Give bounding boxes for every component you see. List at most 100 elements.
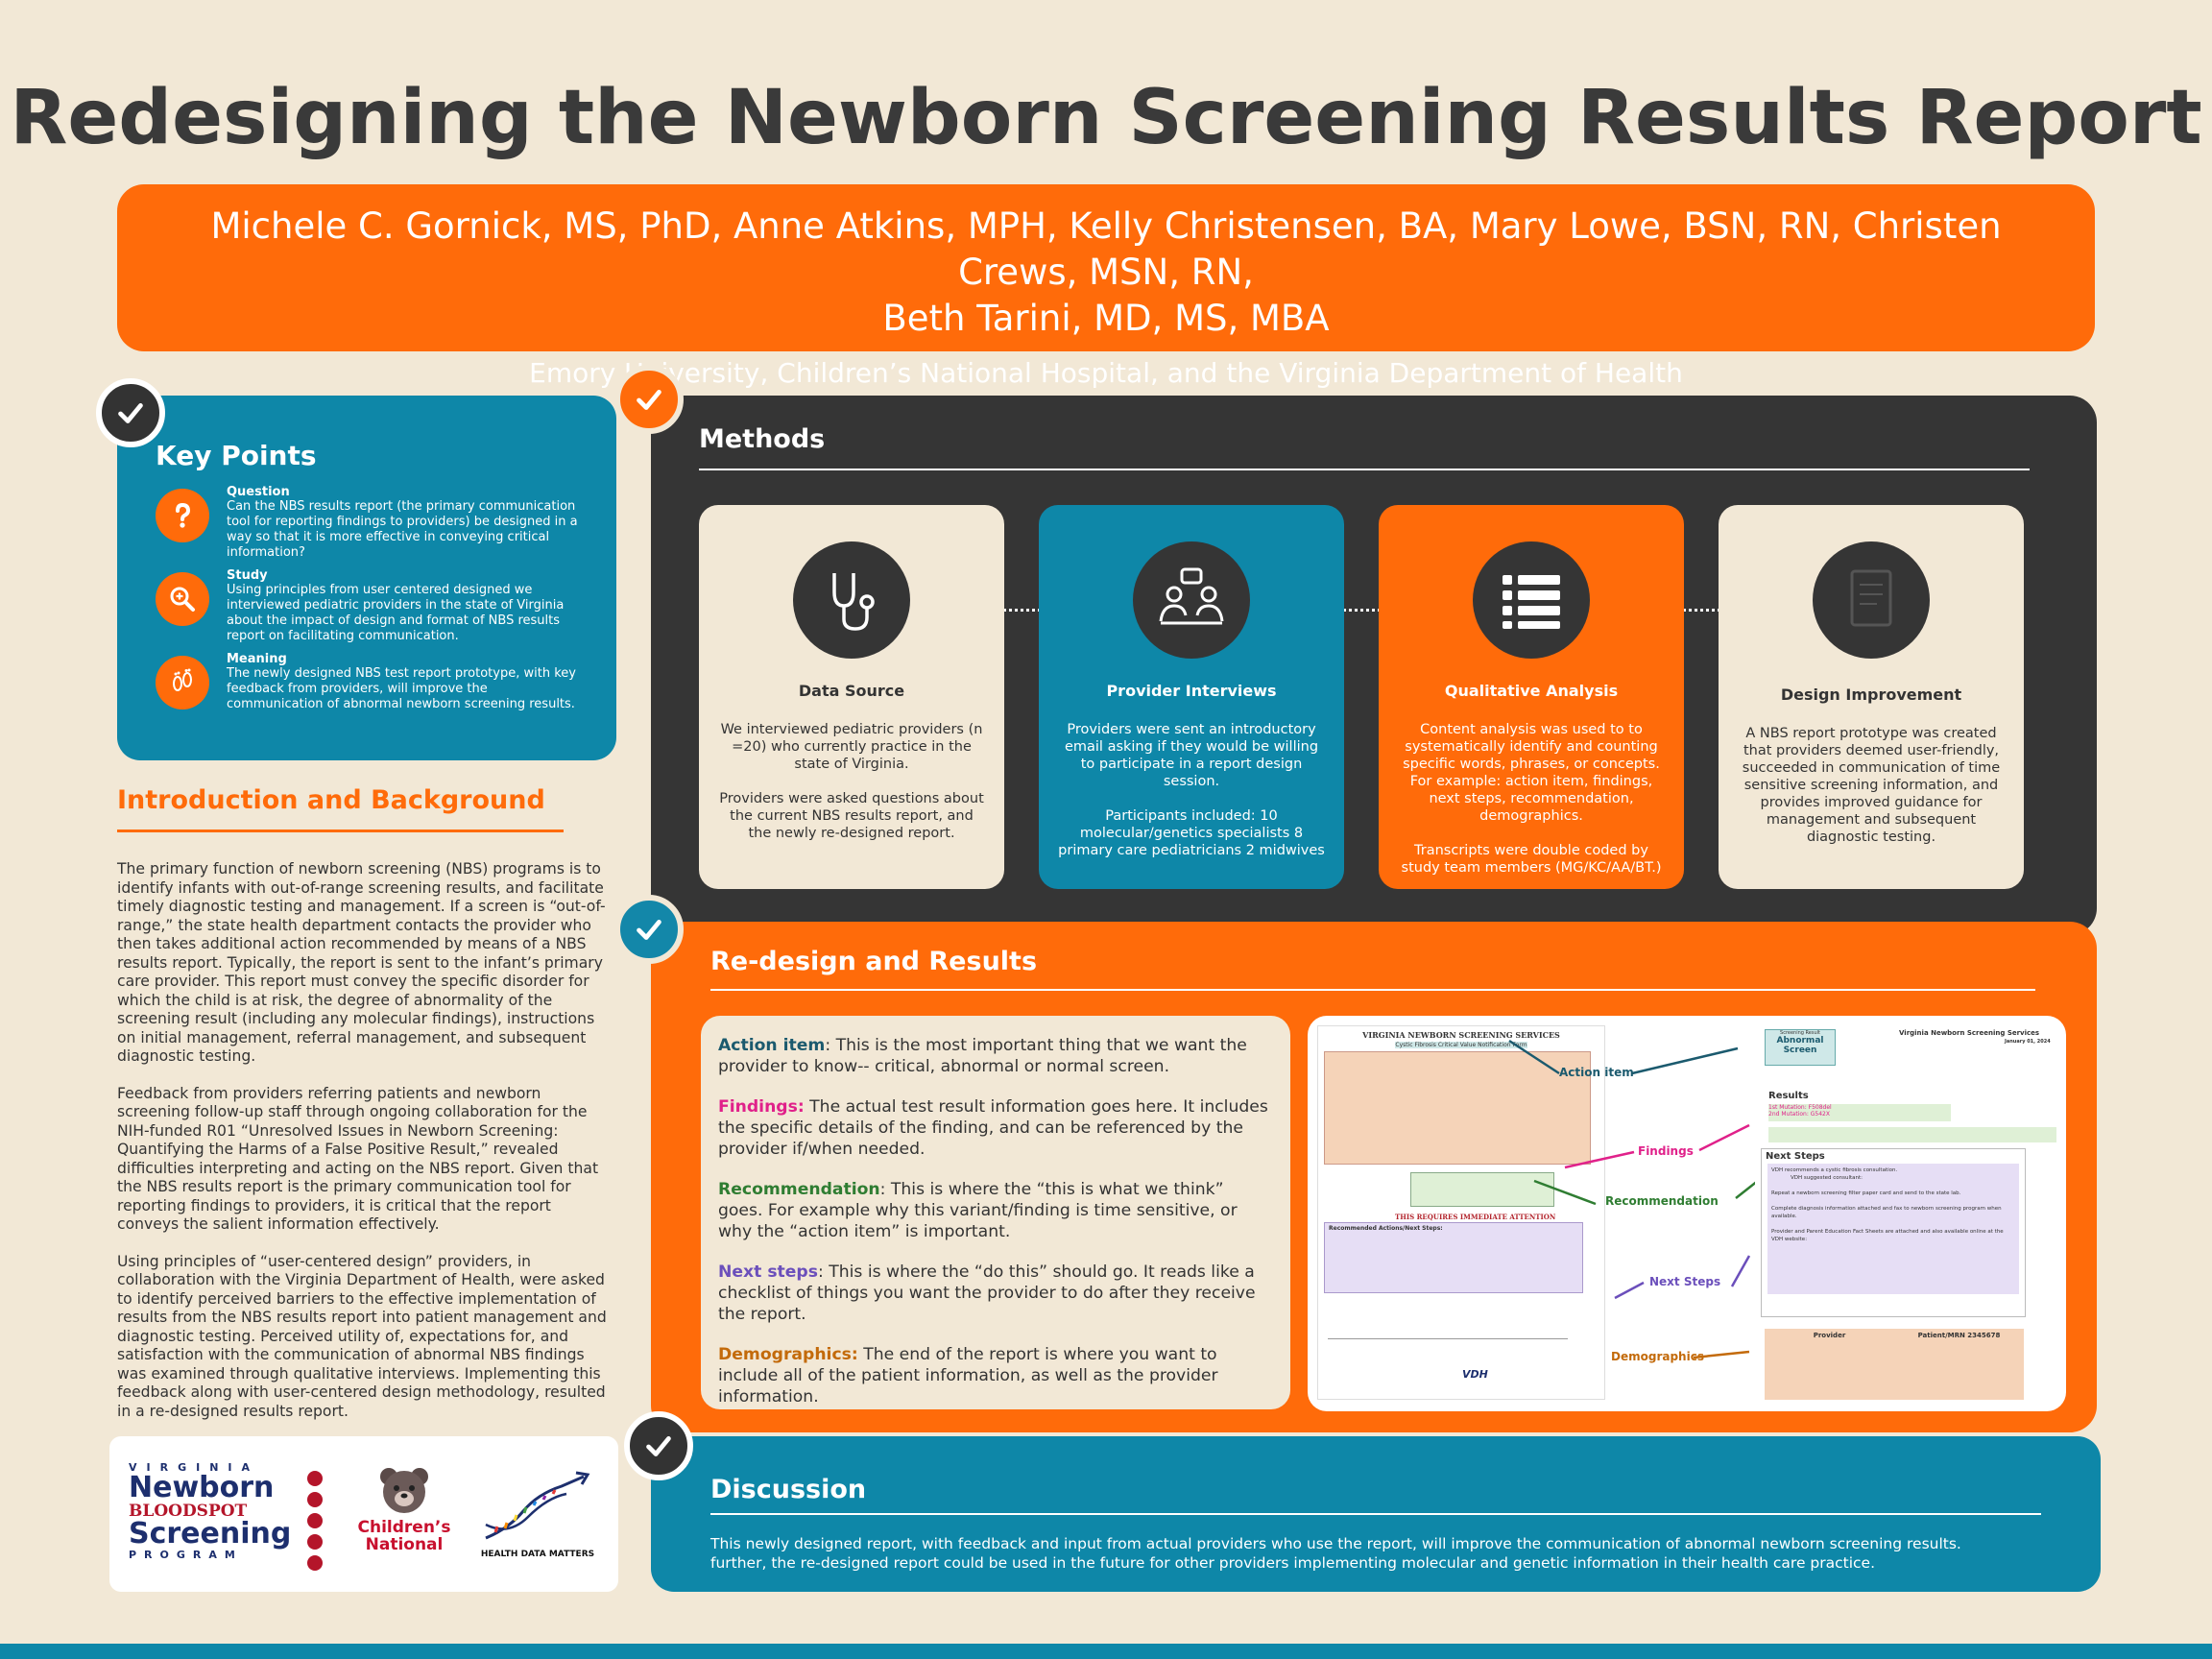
next-steps-frame: Next Steps VDH recommends a cystic fibro… xyxy=(1761,1148,2026,1317)
old-report-findings-block xyxy=(1410,1172,1554,1207)
health-data-matters-text: HEALTH DATA MATTERS xyxy=(480,1550,595,1559)
method-card-qualitative-analysis: Qualitative Analysis Content analysis wa… xyxy=(1379,505,1684,889)
vnbs-logo-line-1: Newborn xyxy=(129,1471,275,1504)
redesign-panel: Re-design and Results Action item: This … xyxy=(651,922,2097,1432)
item-label: Findings: xyxy=(718,1097,805,1117)
old-report: VIRGINIA NEWBORN SCREENING SERVICES Cyst… xyxy=(1317,1025,1605,1400)
screening-result-label: Screening Result xyxy=(1780,1030,1820,1036)
intro-paragraph: The primary function of newborn screenin… xyxy=(117,860,606,1065)
annotation-findings: Findings xyxy=(1638,1144,1694,1158)
method-card-title: Qualitative Analysis xyxy=(1444,682,1619,700)
document-icon xyxy=(1813,541,1930,659)
intro-paragraph: Feedback from providers referring patien… xyxy=(117,1084,599,1234)
old-report-lines xyxy=(1328,1314,1568,1339)
authors-line-1: Michele C. Gornick, MS, PhD, Anne Atkins… xyxy=(210,205,2002,293)
item-label: Action item xyxy=(718,1036,826,1055)
item-label: Demographics: xyxy=(718,1345,858,1364)
next-step-3: Complete diagnosis information attached … xyxy=(1771,1206,2002,1219)
redesign-text-card: Action item: This is the most important … xyxy=(701,1016,1290,1409)
old-report-next-steps-block: Recommended Actions/Next Steps: xyxy=(1324,1222,1583,1293)
item-label: Recommendation xyxy=(718,1180,880,1199)
redesign-item-next-steps: Next steps: This is where the “do this” … xyxy=(718,1262,1273,1325)
bloodspot-dots-icon xyxy=(307,1471,323,1571)
item-text: This is the most important thing that we… xyxy=(718,1036,1247,1076)
item-text: This is where the “do this” should go. I… xyxy=(718,1262,1256,1324)
list-icon xyxy=(1473,541,1590,659)
check-badge-icon xyxy=(96,378,165,447)
key-point-meaning: Meaning The newly designed NBS test repo… xyxy=(156,652,578,712)
report-comparison-image: VIRGINIA NEWBORN SCREENING SERVICES Cyst… xyxy=(1308,1016,2066,1411)
check-badge-icon xyxy=(614,365,684,434)
redesign-item-action: Action item: This is the most important … xyxy=(718,1035,1273,1077)
old-report-subheader: Cystic Fibrosis Critical Value Notificat… xyxy=(1395,1042,1527,1048)
method-card-provider-interviews: Provider Interviews Providers were sent … xyxy=(1039,505,1344,889)
discussion-title: Discussion xyxy=(710,1475,867,1504)
next-step-1b: VDH suggested consultant: xyxy=(1791,1175,1863,1181)
key-point-head: Question xyxy=(227,485,290,499)
method-card-title: Data Source xyxy=(798,682,905,700)
discussion-line: This newly designed report, with feedbac… xyxy=(710,1535,1961,1552)
old-report-demographics-block xyxy=(1324,1051,1591,1165)
childrens-national-logo: Children’s National xyxy=(351,1465,457,1553)
methods-title: Methods xyxy=(699,424,826,454)
divider xyxy=(699,469,2030,470)
childrens-national-line-2: National xyxy=(365,1535,444,1554)
annotation-demographics: Demographics xyxy=(1611,1350,1704,1363)
stethoscope-icon xyxy=(793,541,910,659)
redesign-title: Re-design and Results xyxy=(710,947,1038,976)
authors-banner: Michele C. Gornick, MS, PhD, Anne Atkins… xyxy=(117,184,2095,389)
annotation-recommendation: Recommendation xyxy=(1605,1194,1719,1208)
next-steps-block: VDH recommends a cystic fibrosis consult… xyxy=(1767,1164,2019,1294)
key-point-head: Meaning xyxy=(227,652,287,666)
dotted-connector xyxy=(881,609,1861,612)
mutation-2: 2nd Mutation: G542X xyxy=(1768,1111,1830,1118)
method-card-body: We interviewed pediatric providers (n =2… xyxy=(720,722,983,772)
new-report-date: January 01, 2024 xyxy=(2005,1039,2051,1045)
method-card-body: Providers were asked questions about the… xyxy=(719,791,984,841)
magnifier-icon xyxy=(156,572,209,626)
item-sep: : xyxy=(817,1262,824,1282)
key-point-question: Question Can the NBS results report (the… xyxy=(156,485,578,561)
method-card-design-improvement: Design Improvement A NBS report prototyp… xyxy=(1719,505,2024,889)
item-sep: : xyxy=(879,1180,886,1199)
item-sep: : xyxy=(825,1036,831,1055)
intro-body: The primary function of newborn screenin… xyxy=(117,860,614,1439)
redesign-item-recommendation: Recommendation: This is where the “this … xyxy=(718,1179,1273,1242)
check-badge-icon xyxy=(614,895,684,964)
results-head: Results xyxy=(1768,1091,1809,1101)
health-data-matters-logo: HEALTH DATA MATTERS xyxy=(470,1469,605,1559)
discussion-panel: Discussion This newly designed report, w… xyxy=(651,1436,2101,1592)
key-point-text: Can the NBS results report (the primary … xyxy=(227,499,578,560)
item-label: Next steps xyxy=(718,1262,818,1282)
authors-line-2: Beth Tarini, MD, MS, MBA xyxy=(882,298,1330,339)
item-text: This is where the “this is what we think… xyxy=(718,1180,1238,1241)
old-report-rec-head: Recommended Actions/Next Steps: xyxy=(1329,1225,1443,1232)
abnormal-screen-label: Abnormal Screen xyxy=(1776,1036,1824,1055)
method-card-body: A NBS report prototype was created that … xyxy=(1742,726,2001,845)
childrens-national-line-1: Children’s xyxy=(357,1518,451,1537)
next-step-2: Repeat a newborn screening filter paper … xyxy=(1771,1190,1961,1196)
method-card-body: Providers were sent an introductory emai… xyxy=(1064,722,1319,789)
recommendation-block xyxy=(1768,1127,2056,1142)
mutation-1: 1st Mutation: F508del xyxy=(1768,1104,1832,1111)
footprints-icon xyxy=(156,656,209,709)
key-point-head: Study xyxy=(227,568,268,583)
vnbs-logo-bottom: PROGRAM xyxy=(129,1549,243,1561)
logos-panel: VIRGINIA Newborn BLOODSPOT Screening PRO… xyxy=(109,1436,618,1592)
results-block: 1st Mutation: F508del 2nd Mutation: G542… xyxy=(1768,1104,1951,1121)
abnormal-screen-box: Screening Result Abnormal Screen xyxy=(1765,1029,1836,1066)
method-card-title: Design Improvement xyxy=(1780,685,1962,704)
method-card-body: Participants included: 10 molecular/gene… xyxy=(1058,808,1325,858)
discussion-line: further, the re-designed report could be… xyxy=(710,1554,1876,1572)
item-text: The actual test result information goes … xyxy=(718,1097,1268,1159)
old-report-header: VIRGINIA NEWBORN SCREENING SERVICES xyxy=(1362,1030,1560,1040)
divider xyxy=(710,989,2035,991)
bottom-bar xyxy=(0,1644,2212,1659)
check-badge-icon xyxy=(624,1411,693,1480)
demographics-table: Provider Patient/MRN 2345678 xyxy=(1765,1329,2024,1400)
vnbs-logo: VIRGINIA Newborn BLOODSPOT Screening PRO… xyxy=(129,1461,323,1571)
authors: Michele C. Gornick, MS, PhD, Anne Atkins… xyxy=(117,204,2095,342)
divider xyxy=(710,1513,2041,1515)
annotation-next-steps: Next Steps xyxy=(1649,1275,1721,1288)
method-card-title: Provider Interviews xyxy=(1106,682,1277,700)
